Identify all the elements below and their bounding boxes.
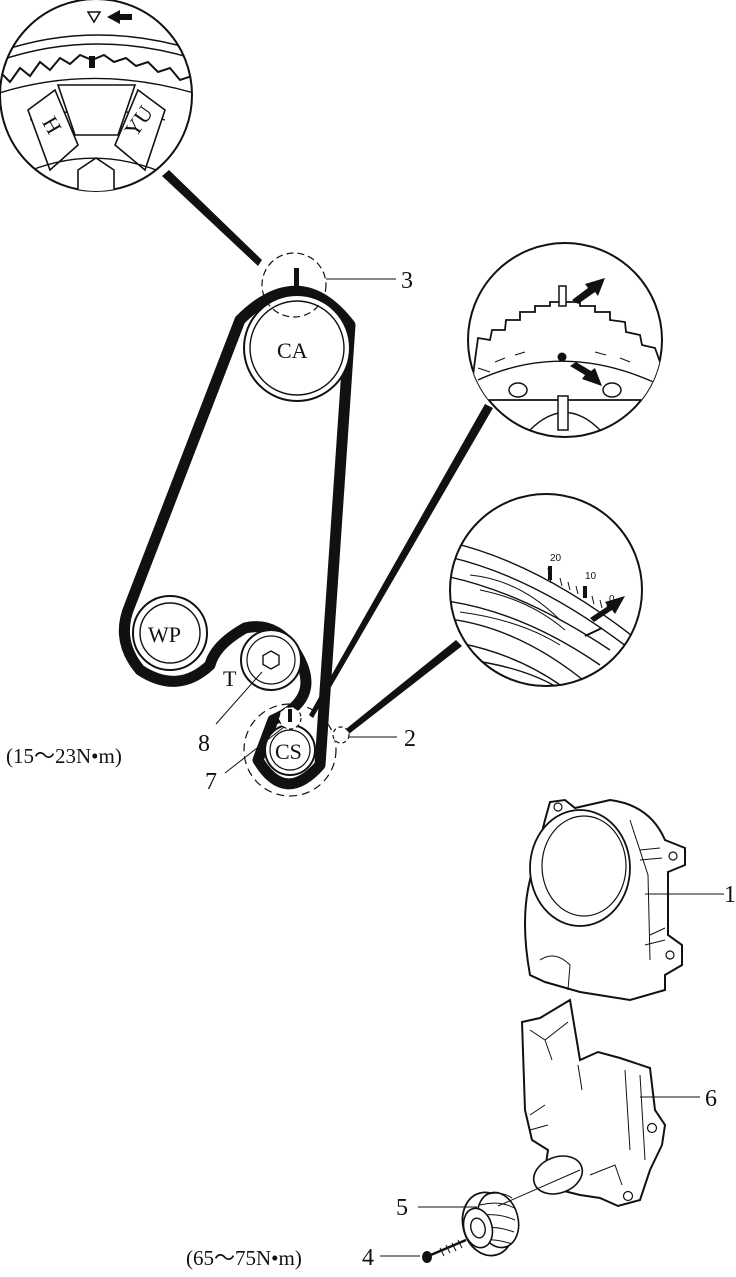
callout-3: 3 xyxy=(401,268,413,294)
callout-1: 1 xyxy=(724,882,736,908)
tensioner-pulley: T xyxy=(223,629,302,691)
camshaft-mark-detail: H YU xyxy=(0,0,193,192)
scale-label-0: 0 xyxy=(609,594,615,605)
crankshaft-pulley-part xyxy=(461,1191,520,1257)
callout-2: 2 xyxy=(404,726,416,752)
callout-4: 4 xyxy=(362,1245,374,1271)
scale-label-20: 20 xyxy=(550,553,562,564)
cam-mark-dashed-circle xyxy=(261,252,327,318)
crank-gear-mark-detail xyxy=(467,242,663,438)
callout-7: 7 xyxy=(205,769,217,795)
camshaft-pulley: CA xyxy=(243,268,351,402)
leader-wedge-scale xyxy=(341,640,462,737)
crankshaft-label: CS xyxy=(275,739,302,764)
lower-timing-cover xyxy=(520,998,667,1208)
crank-timing-scale-detail: 20 10 0 xyxy=(449,493,643,687)
callout-5: 5 xyxy=(396,1195,408,1221)
crankshaft-pulley: CS xyxy=(243,703,337,797)
leader-wedge-gear xyxy=(309,404,493,718)
water-pump-pulley: WP xyxy=(132,595,208,671)
leader-lines xyxy=(215,278,724,1257)
callout-8: 8 xyxy=(198,731,210,757)
scale-mark-dashed-circle xyxy=(332,726,350,744)
scale-label-10: 10 xyxy=(585,571,597,582)
torque-spec-crank-bolt: (65～75N•m) xyxy=(186,1246,302,1270)
tensioner-label: T xyxy=(223,666,237,691)
water-pump-label: WP xyxy=(148,622,181,647)
torque-spec-tensioner: (15～23N•m) xyxy=(6,744,122,768)
callout-6: 6 xyxy=(705,1086,717,1112)
leader-wedge-cam xyxy=(162,170,262,266)
camshaft-label: CA xyxy=(277,338,308,363)
crankshaft-bolt xyxy=(422,1238,467,1263)
upper-timing-cover xyxy=(524,798,686,1002)
